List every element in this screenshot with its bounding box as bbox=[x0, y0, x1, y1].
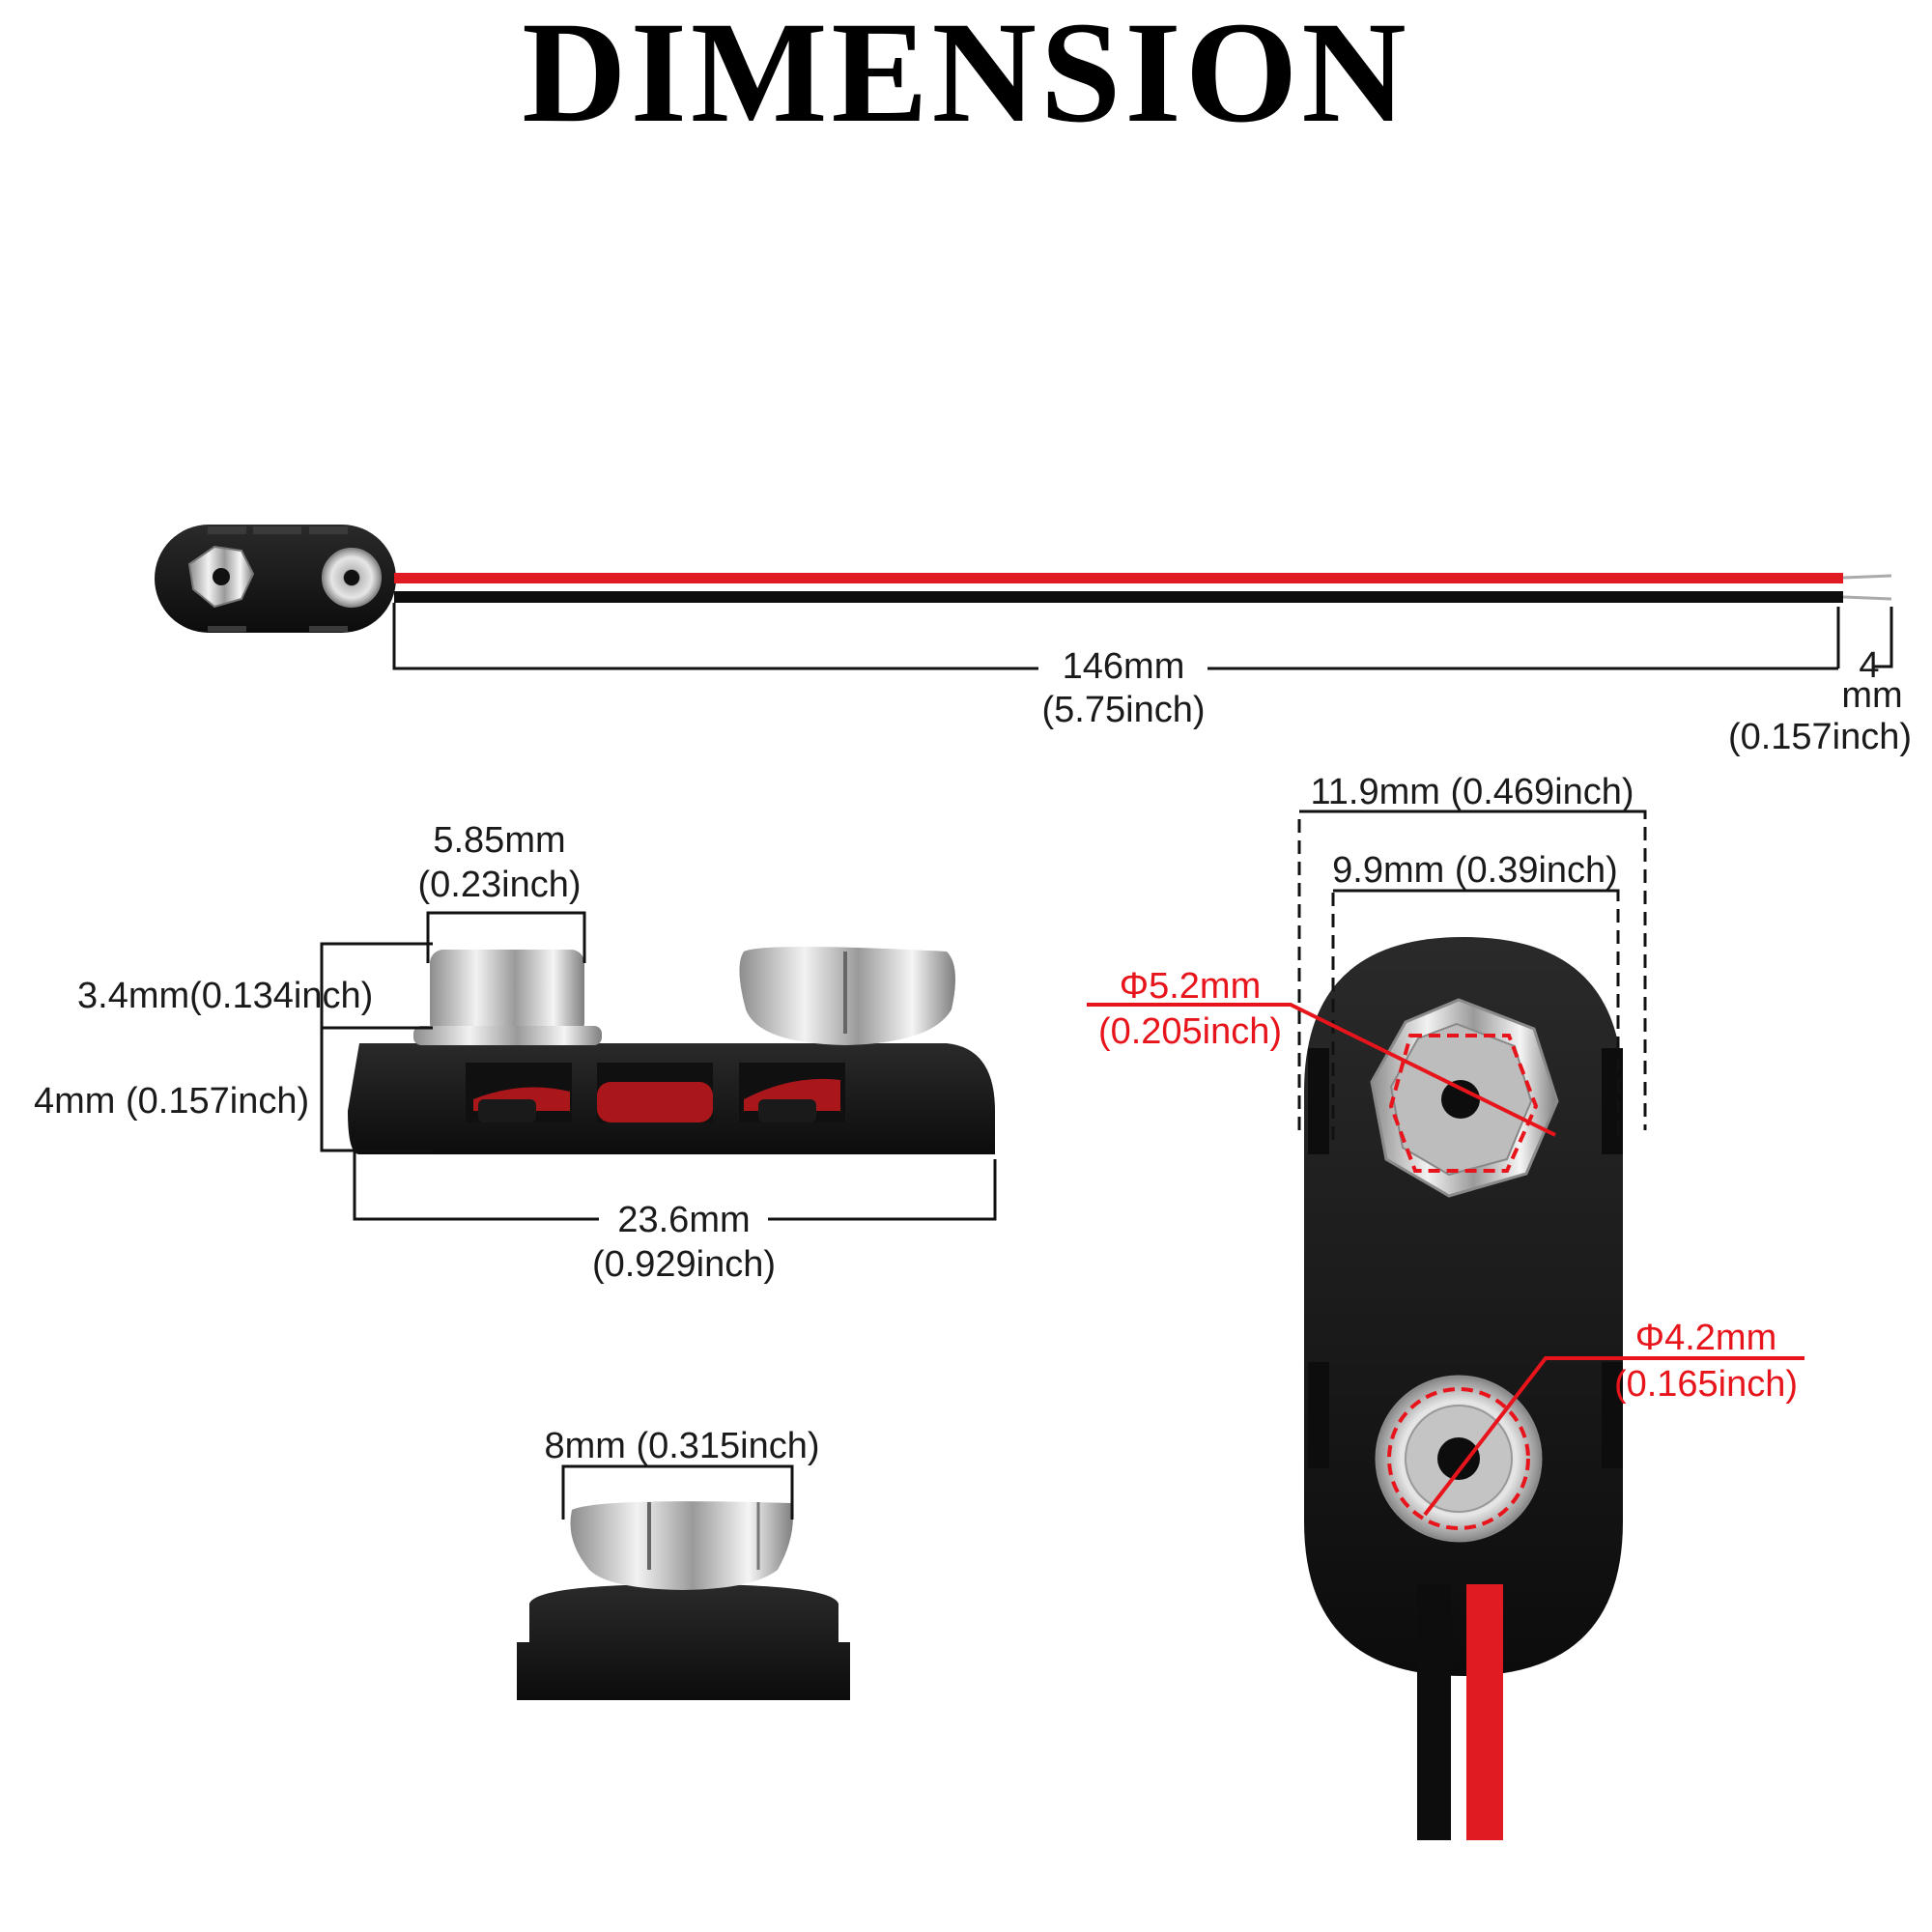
body-length-inch: (0.929inch) bbox=[591, 1244, 777, 1285]
strip-label-mm-top: 4 bbox=[1859, 645, 1880, 686]
terminal-height-label: 3.4mm(0.134inch) bbox=[77, 976, 374, 1016]
side-view-dimension-lines bbox=[320, 911, 997, 1221]
body-height-label: 4mm (0.157inch) bbox=[34, 1081, 310, 1122]
stud-diameter-inch: (0.165inch) bbox=[1613, 1364, 1799, 1405]
page-title: DIMENSION bbox=[522, 0, 1410, 153]
stud-diameter-mm: Φ4.2mm bbox=[1634, 1318, 1777, 1358]
top-view-dimension-lines bbox=[1297, 810, 1647, 1140]
length-label-inch: (5.75inch) bbox=[1041, 690, 1206, 730]
end-view-dimension-line bbox=[561, 1464, 794, 1520]
terminal-width-inch: (0.23inch) bbox=[417, 865, 582, 905]
cable-view-connector bbox=[155, 525, 396, 633]
outer-width-label: 11.9mm (0.469inch) bbox=[1310, 772, 1634, 812]
strip-label-mm-bottom: mm bbox=[1841, 675, 1903, 716]
body-length-mm: 23.6mm bbox=[617, 1200, 751, 1240]
length-dimension-line bbox=[392, 603, 1893, 670]
terminal-width-mm: 5.85mm bbox=[433, 820, 566, 861]
length-label-mm: 146mm bbox=[1062, 646, 1185, 687]
socket-diameter-mm: Φ5.2mm bbox=[1119, 966, 1262, 1007]
wires bbox=[394, 573, 1892, 603]
inner-width-label: 9.9mm (0.39inch) bbox=[1332, 850, 1618, 891]
diameter-leader-lines bbox=[1087, 1003, 1804, 1517]
end-view-diameter-label: 8mm (0.315inch) bbox=[544, 1426, 820, 1466]
side-view-connector bbox=[348, 947, 995, 1154]
top-view-connector bbox=[1304, 937, 1623, 1840]
socket-diameter-inch: (0.205inch) bbox=[1097, 1011, 1283, 1052]
strip-label-inch: (0.157inch) bbox=[1727, 717, 1913, 757]
end-view-connector bbox=[517, 1501, 850, 1700]
